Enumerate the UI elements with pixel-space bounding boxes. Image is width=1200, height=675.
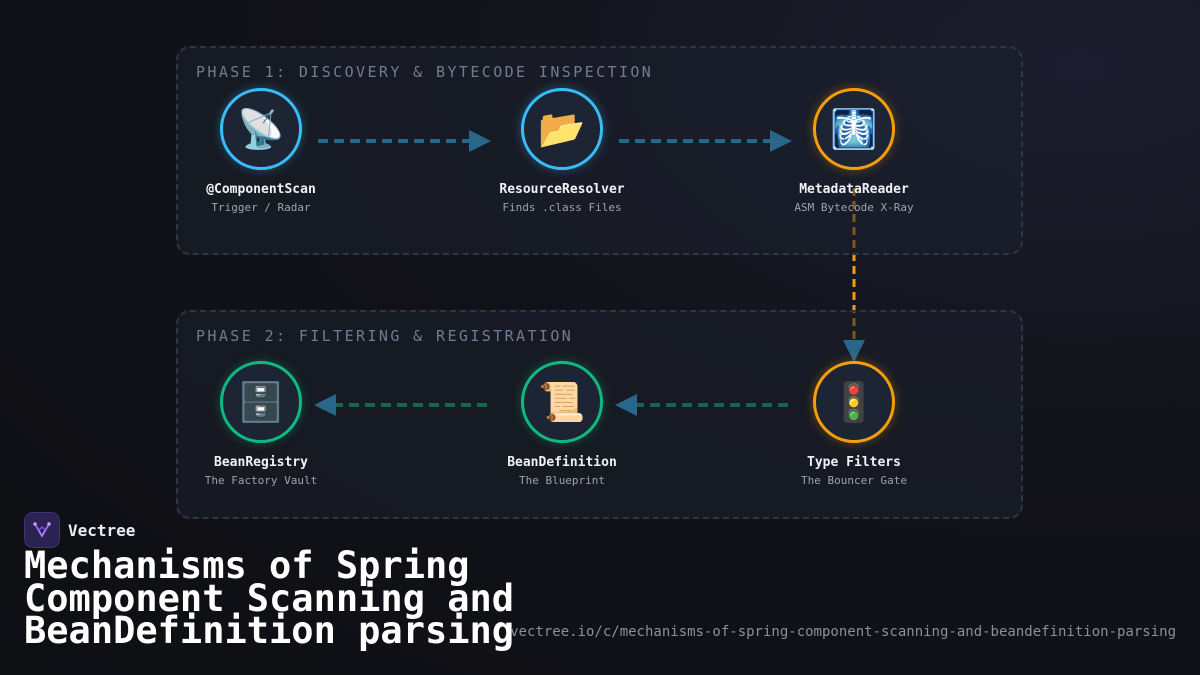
node-bean-registry: 🗄️ BeanRegistry The Factory Vault <box>161 361 361 487</box>
node-name: MetadataReader <box>799 182 909 197</box>
source-url[interactable]: vectree.io/c/mechanisms-of-spring-compon… <box>510 624 1176 640</box>
node-component-scan: 📡 @ComponentScan Trigger / Radar <box>161 88 361 214</box>
scroll-icon: 📜 <box>521 361 603 443</box>
node-resource-resolver: 📂 ResourceResolver Finds .class Files <box>462 88 662 214</box>
file-cabinet-icon: 🗄️ <box>220 361 302 443</box>
node-subtitle: Trigger / Radar <box>211 201 311 214</box>
node-subtitle: Finds .class Files <box>502 201 622 214</box>
node-subtitle: ASM Bytecode X-Ray <box>794 201 914 214</box>
satellite-antenna-icon: 📡 <box>220 88 302 170</box>
brand-name: Vectree <box>68 520 136 540</box>
node-subtitle: The Blueprint <box>518 474 606 487</box>
traffic-light-icon: 🚦 <box>813 361 895 443</box>
open-folder-icon: 📂 <box>521 88 603 170</box>
node-subtitle: The Factory Vault <box>204 474 318 487</box>
page-title: Mechanisms of Spring Component Scanning … <box>24 544 515 652</box>
node-type-filters: 🚦 Type Filters The Bouncer Gate <box>754 361 954 487</box>
node-name: @ComponentScan <box>206 182 316 197</box>
node-subtitle: The Bouncer Gate <box>801 474 907 487</box>
node-bean-definition: 📜 BeanDefinition The Blueprint <box>462 361 662 487</box>
node-name: ResourceResolver <box>499 182 625 197</box>
phase-1-title: PHASE 1: DISCOVERY & BYTECODE INSPECTION <box>196 63 654 81</box>
node-metadata-reader: 🩻 MetadataReader ASM Bytecode X-Ray <box>754 88 954 214</box>
node-name: BeanRegistry <box>214 455 308 470</box>
node-name: BeanDefinition <box>507 455 617 470</box>
brand: Vectree <box>24 512 135 548</box>
x-ray-icon: 🩻 <box>813 88 895 170</box>
vectree-logo-icon <box>24 512 60 548</box>
phase-2-title: PHASE 2: FILTERING & REGISTRATION <box>196 327 574 345</box>
node-name: Type Filters <box>807 455 901 470</box>
